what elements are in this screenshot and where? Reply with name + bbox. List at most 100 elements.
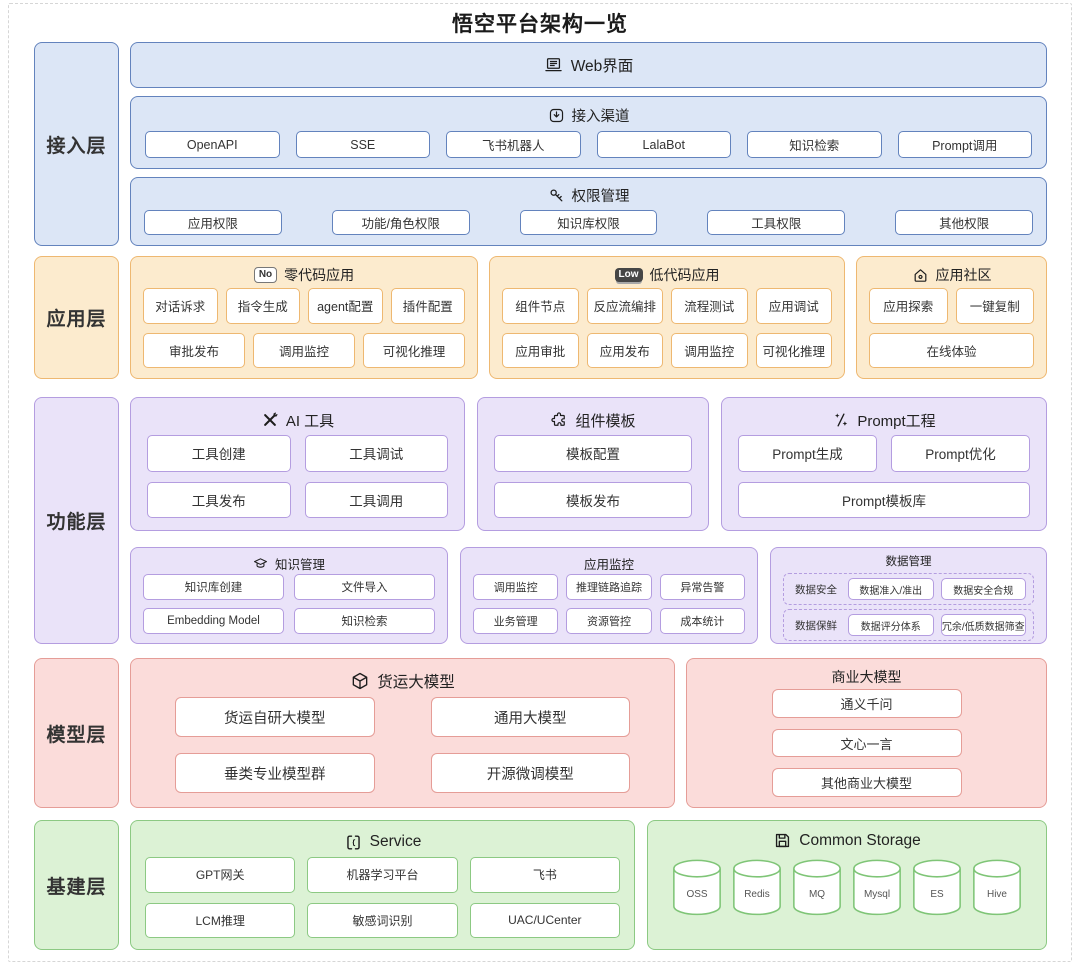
layer-infrastructure: 基建层 Service GPT网关 xyxy=(34,820,1047,950)
floppy-disk-icon xyxy=(773,831,792,850)
item-chip: 应用发布 xyxy=(586,332,663,368)
db-label: OSS xyxy=(686,889,708,900)
item-chip: Embedding Model xyxy=(143,608,284,634)
no-code-badge-icon: No xyxy=(253,267,278,283)
item-chip: 通义千问 xyxy=(771,689,962,718)
db-label: MQ xyxy=(808,889,826,900)
group-title: 低代码应用 xyxy=(649,267,720,283)
item-chip: 异常告警 xyxy=(659,574,745,600)
group-title: 货运大模型 xyxy=(377,674,455,691)
group-title: 权限管理 xyxy=(571,188,630,205)
item-chip: 飞书机器人 xyxy=(446,131,581,158)
item-chip: 对话诉求 xyxy=(143,288,218,324)
db-label: Redis xyxy=(744,889,770,900)
group-knowledge-management: 知识管理 知识库创建 文件导入 Embedding Model 知识检索 xyxy=(130,547,448,644)
item-chip: 其他权限 xyxy=(895,210,1033,235)
item-chip: 在线体验 xyxy=(869,332,1034,368)
group-commercial-llm: 商业大模型 通义千问 文心一言 其他商业大模型 xyxy=(686,658,1047,808)
group-web-interface: Web界面 xyxy=(130,42,1047,88)
item-chip: 调用监控 xyxy=(253,332,355,368)
item-chip: 工具创建 xyxy=(147,435,291,472)
item-chip: 调用监控 xyxy=(671,332,748,368)
layer-label-function: 功能层 xyxy=(34,397,119,644)
item-chip: 敏感词识别 xyxy=(307,902,458,938)
group-data-management: 数据管理 数据安全 数据准入/准出 数据安全合规 数据保鲜 数据评分体系 冗余/… xyxy=(770,547,1047,644)
layer-access: 接入层 Web界面 xyxy=(34,42,1047,246)
item-chip: 审批发布 xyxy=(143,332,245,368)
item-chip: 机器学习平台 xyxy=(307,857,458,893)
page-title: 悟空平台架构一览 xyxy=(452,13,628,36)
db-label: ES xyxy=(930,889,944,900)
layer-label-access: 接入层 xyxy=(34,42,119,246)
database-cylinder: Hive xyxy=(970,858,1024,916)
database-cylinder: Redis xyxy=(730,858,784,916)
item-chip: Prompt优化 xyxy=(891,435,1030,472)
group-nocode-app: No 零代码应用 对话诉求 指令生成 agent配置 插件配置 审批发布 调用监… xyxy=(130,256,478,379)
group-app-monitoring: 应用监控 调用监控 推理链路追踪 异常告警 业务管理 资源管控 成本统计 xyxy=(460,547,758,644)
row-label: 数据保鲜 xyxy=(795,619,837,632)
database-cylinder: Mysql xyxy=(850,858,904,916)
row-label: 数据安全 xyxy=(795,583,837,596)
item-chip: 流程测试 xyxy=(671,288,748,324)
group-ai-tools: AI 工具 工具创建 工具调试 工具发布 工具调用 xyxy=(130,397,465,531)
item-chip: LalaBot xyxy=(596,131,731,158)
layer-label-application: 应用层 xyxy=(34,256,119,379)
group-title: 数据管理 xyxy=(885,556,932,568)
group-title: Common Storage xyxy=(799,831,921,849)
item-chip: agent配置 xyxy=(308,288,383,324)
item-chip: 模板配置 xyxy=(494,435,692,472)
item-chip: 工具调试 xyxy=(304,435,448,472)
item-chip: Prompt调用 xyxy=(897,131,1032,158)
layer-application: 应用层 No 零代码应用 对话诉求 指令生成 agent配置 插件配置 审批发布 xyxy=(34,256,1047,379)
item-chip: 一键复制 xyxy=(955,288,1034,324)
group-title: Service xyxy=(369,833,422,850)
item-chip: 应用探索 xyxy=(869,288,948,324)
item-chip: 数据评分体系 xyxy=(848,614,934,636)
group-title: Prompt工程 xyxy=(857,412,936,430)
item-chip: 通用大模型 xyxy=(430,697,630,737)
item-chip: 可视化推理 xyxy=(755,332,832,368)
item-chip: GPT网关 xyxy=(145,857,296,893)
item-chip: 文心一言 xyxy=(771,728,962,758)
graduation-cap-icon xyxy=(253,556,268,571)
group-permission-management: 权限管理 应用权限 功能/角色权限 知识库权限 工具权限 其他权限 xyxy=(130,177,1047,246)
item-chip: 资源管控 xyxy=(566,608,652,634)
group-service: Service GPT网关 机器学习平台 飞书 LCM推理 敏感词识别 UAC/… xyxy=(130,820,635,950)
key-icon xyxy=(548,187,565,204)
item-chip: UAC/UCenter xyxy=(469,902,620,938)
group-title: AI 工具 xyxy=(285,412,335,430)
item-chip: 功能/角色权限 xyxy=(331,210,470,235)
layer-stack: 接入层 Web界面 xyxy=(34,42,1047,950)
item-chip: OpenAPI xyxy=(145,131,280,158)
item-chip: 指令生成 xyxy=(225,288,300,324)
item-chip: 插件配置 xyxy=(390,288,465,324)
database-cylinder: OSS xyxy=(670,858,724,916)
item-chip: 模板发布 xyxy=(494,481,692,518)
group-title: 知识管理 xyxy=(274,558,325,572)
data-freshness-row: 数据保鲜 数据评分体系 冗余/低质数据筛查 xyxy=(783,609,1034,641)
db-label: Mysql xyxy=(863,889,891,900)
group-access-channels: 接入渠道 OpenAPI SSE 飞书机器人 LalaBot 知识检索 Prom… xyxy=(130,96,1047,169)
group-component-templates: 组件模板 模板配置 模板发布 xyxy=(477,397,709,531)
item-chip: 知识库权限 xyxy=(519,210,658,235)
item-chip: 应用调试 xyxy=(755,288,832,324)
item-chip: Prompt生成 xyxy=(738,435,877,472)
item-chip: 可视化推理 xyxy=(363,332,465,368)
item-chip: 文件导入 xyxy=(294,574,435,600)
crossed-tools-icon xyxy=(261,411,279,429)
item-chip: LCM推理 xyxy=(145,902,296,938)
group-title: 应用监控 xyxy=(583,558,634,572)
laptop-icon xyxy=(544,56,563,75)
item-chip: 推理链路追踪 xyxy=(566,574,652,600)
group-title: 接入渠道 xyxy=(571,108,630,125)
layer-label-infrastructure: 基建层 xyxy=(34,820,119,950)
group-prompt-engineering: Prompt工程 Prompt生成 Prompt优化 Prompt模板库 xyxy=(721,397,1047,531)
group-title: 组件模板 xyxy=(575,412,636,430)
group-title: 应用社区 xyxy=(935,267,992,283)
group-common-storage: Common Storage OSS Redis M xyxy=(647,820,1047,950)
item-chip: 知识检索 xyxy=(747,131,882,158)
item-chip: 组件节点 xyxy=(502,288,579,324)
item-chip: 数据安全合规 xyxy=(940,578,1026,600)
data-security-row: 数据安全 数据准入/准出 数据安全合规 xyxy=(783,573,1034,605)
low-code-badge-icon: Low xyxy=(614,268,643,282)
